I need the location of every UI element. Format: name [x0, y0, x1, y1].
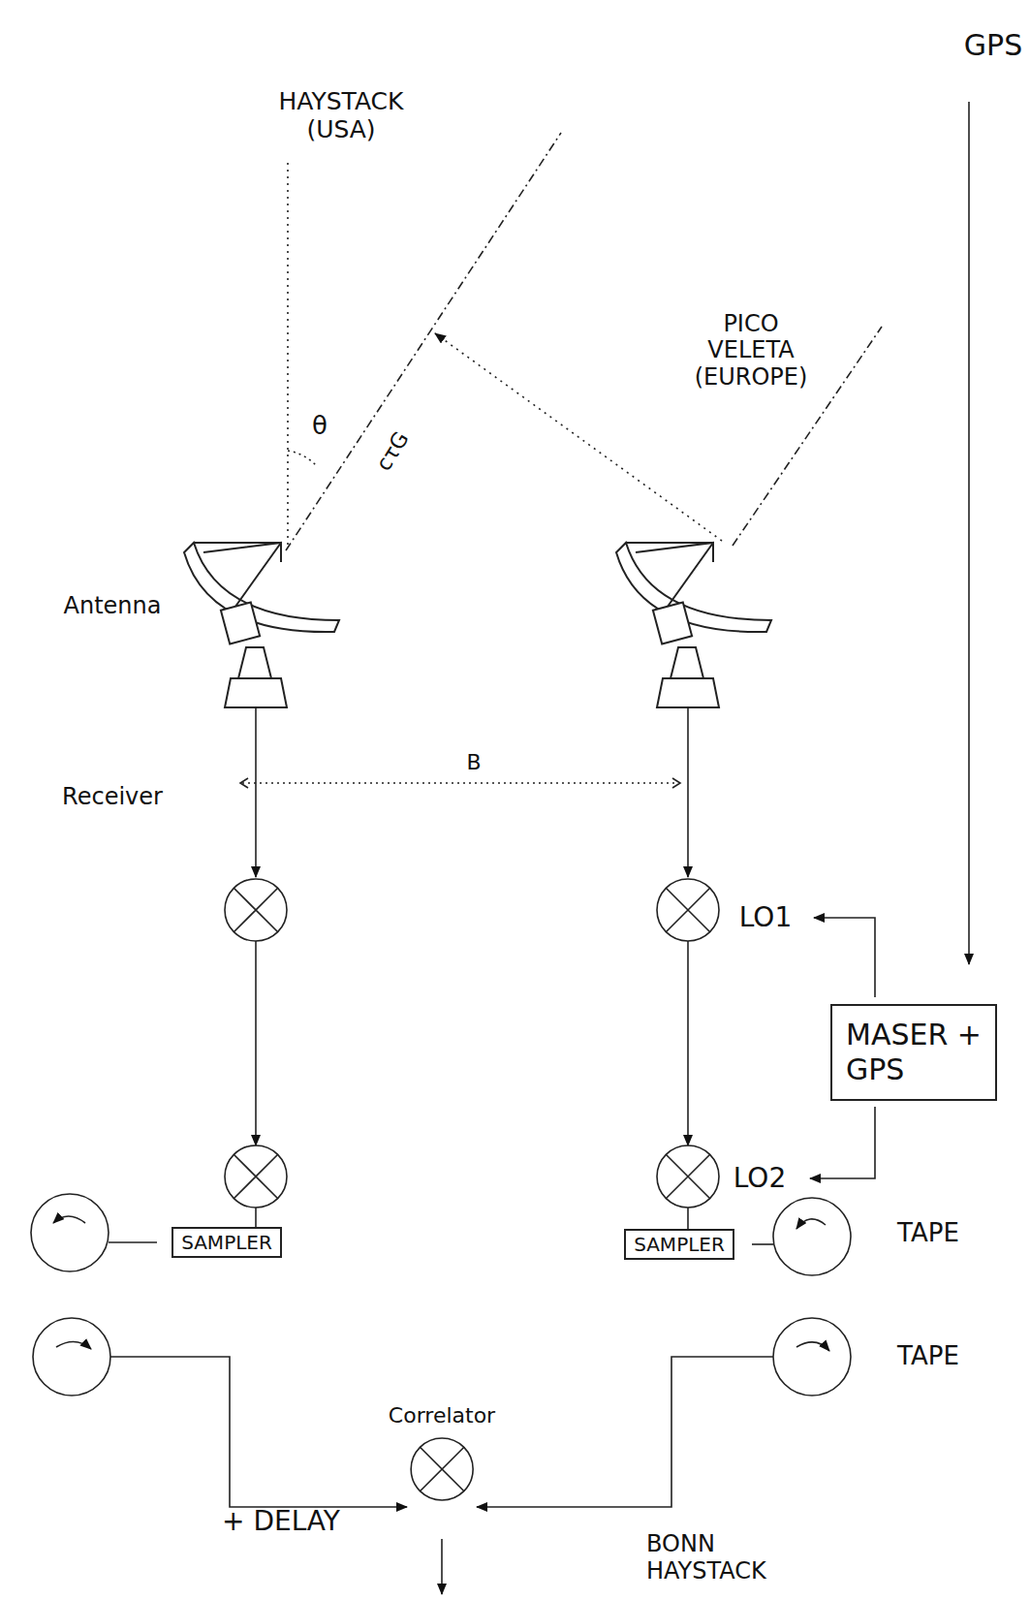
signal-line	[254, 940, 257, 1146]
part-name: Receiver	[44, 783, 181, 812]
part-name: TAPE	[879, 1218, 977, 1249]
output-arrow	[440, 1538, 443, 1594]
node-text: SAMPLER	[181, 1230, 273, 1254]
lo-line	[813, 917, 875, 998]
clock-box: MASER + GPS	[830, 1003, 998, 1101]
playback-line	[476, 1356, 774, 1507]
tape-line	[108, 1241, 157, 1244]
antenna	[616, 542, 772, 708]
mixer-symbol	[388, 1434, 496, 1504]
station-name: PICO VELETA (EUROPE)	[678, 311, 824, 392]
node-text: MASER + GPS	[845, 1017, 982, 1088]
baseline	[242, 781, 679, 784]
signal-line	[254, 707, 257, 877]
antenna	[184, 542, 340, 708]
tape-line	[751, 1243, 774, 1246]
zenith-line	[286, 162, 289, 548]
path-arrow	[435, 333, 722, 541]
playback-line	[110, 1356, 407, 1507]
signal-line	[254, 1207, 257, 1227]
baseline-tick	[672, 778, 681, 788]
tape-reel	[31, 1193, 851, 1396]
delay-label: cτG	[366, 420, 418, 483]
signal-line	[686, 1207, 689, 1229]
sampler-box: SAMPLER	[624, 1228, 735, 1260]
station-name: HAYSTACK (USA)	[258, 88, 424, 145]
node-text: SAMPLER	[633, 1232, 725, 1256]
correlator: Correlator	[388, 1403, 496, 1504]
angle-symbol: θ	[305, 411, 335, 441]
part-name: TAPE	[879, 1342, 977, 1372]
lo-line	[810, 1106, 875, 1179]
gps-arrow	[967, 101, 970, 965]
signal-name: LO1	[731, 902, 800, 934]
angle-arc	[287, 450, 318, 468]
signal-name: LO2	[725, 1162, 794, 1194]
node-text: Correlator	[388, 1403, 496, 1429]
baseline-tick	[240, 778, 249, 788]
sampler-box: SAMPLER	[171, 1226, 282, 1258]
signal-line	[686, 940, 689, 1146]
site-name: BONN HAYSTACK	[646, 1530, 802, 1585]
part-name: Antenna	[44, 593, 181, 621]
signal-name: GPS	[954, 29, 1030, 63]
wave-line	[285, 132, 562, 551]
baseline-label: B	[459, 749, 489, 775]
mixer-symbol	[224, 878, 719, 1208]
note: + DELAY	[213, 1505, 349, 1537]
signal-line	[686, 707, 689, 877]
